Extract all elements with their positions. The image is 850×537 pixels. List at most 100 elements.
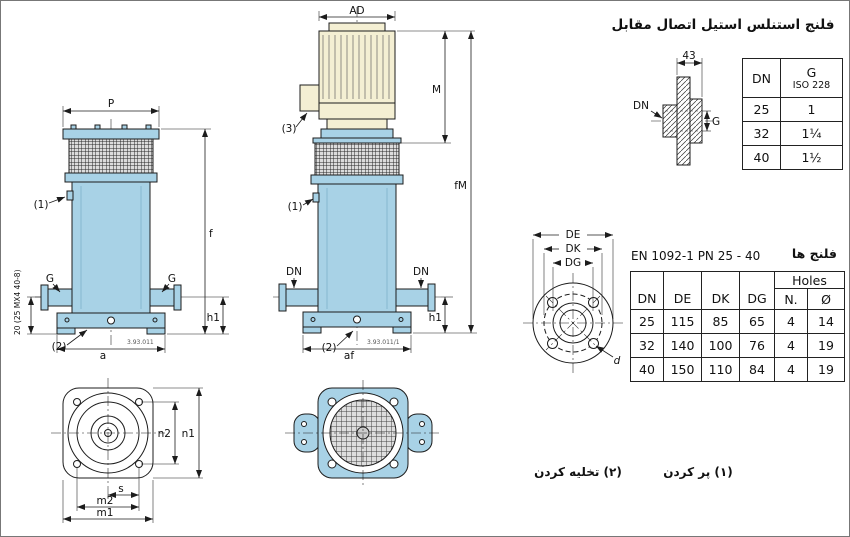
foot [392,326,412,334]
stud [121,124,128,130]
strainer-mesh [68,138,154,174]
cell: 85 [701,309,740,334]
dim-label-DN-left: DN [286,266,302,278]
motor-body [318,30,396,104]
pump-side-view: P f h1 a 20 (25 MX4 40-8) G G [13,98,229,362]
stud [145,124,152,130]
dim-label-af: af [344,350,354,362]
counter-flange-table: DN G ISO 228 25 1 32 1¼ 40 1½ [742,58,843,170]
table-row: 25 115 85 65 4 14 [630,309,845,334]
foot [56,327,76,335]
dim-label-G-right: G [168,273,176,285]
dim-label-fM: fM [454,180,467,192]
cell: 19 [807,333,845,358]
drain-plug [107,316,115,325]
col-header-dg: DG [739,271,775,310]
flange-face-view: DE DK DG d [523,229,623,373]
dim-label-n2: n2 [158,428,171,440]
pump-body [71,181,151,314]
motor-flange [326,118,388,130]
caption-drain: (۲) تخلیه کردن [534,465,622,479]
fill-plug [312,192,320,203]
fill-plug [66,190,74,201]
table-row: 32 1¼ [742,121,843,146]
table-header-row: N. Ø [631,288,845,310]
dim-label-DE: DE [566,229,581,241]
col-header-dn: DN [742,58,781,98]
threaded-hub-section [689,98,703,144]
dim-label-AD: AD [349,5,364,17]
delivery-flange [427,283,436,312]
cell: 25 [630,309,664,334]
note-2: (2) [322,342,337,354]
col-header-holes: Holes [774,271,845,289]
counter-flange-section-view: 43 DN G [633,50,720,166]
cell: 4 [774,309,808,334]
pump-body [317,183,397,313]
delivery-flange [173,284,182,311]
col-header-g: G ISO 228 [780,58,843,98]
col-header-g-sub: ISO 228 [792,80,831,91]
cell-g: 1 [780,97,843,122]
dim-label-DN: DN [633,100,649,112]
strainer-mesh [314,142,400,176]
casing-band [64,172,158,183]
cell-g: 1½ [780,145,843,170]
motor-lower [318,102,396,120]
table-header-row: DN G ISO 228 [742,58,843,98]
cell: 76 [739,333,775,358]
pump-motor-top-view [285,380,441,487]
dim-label-P: P [108,98,114,110]
dim-label-a: a [100,350,106,362]
note-3: (3) [282,123,297,135]
dim-label-d: d [614,355,621,367]
col-header-dn: DN [630,271,664,310]
pump-top-plate [62,128,160,140]
cell: 84 [739,357,775,382]
table-row: 40 150 110 84 4 19 [630,357,845,382]
pump-top-plate [312,137,402,144]
flange-standard-label: EN 1092-1 PN 25 - 40 [631,249,761,263]
flange-plate-section [676,76,691,166]
dim-label-DG: DG [565,257,581,269]
note-1: (1) [288,201,303,213]
cell: 110 [701,357,740,382]
dim-label-f: f [209,228,213,240]
pump-top-view: n2 n1 s m2 m1 [51,378,203,523]
caption-fill: (۱) پر کردن [663,465,733,479]
counter-flange-title: فلنج استنلس استیل اتصال مقابل [611,17,835,33]
casing-band [310,174,404,185]
dim-label-43: 43 [682,50,695,62]
cell-dn: 40 [742,145,781,170]
suction-flange [278,283,287,312]
dim-label-G-left: G [46,273,54,285]
cell-g: 1¼ [780,121,843,146]
pump-motor-side-view: AD M fM h1 af DN DN (3) [273,5,477,362]
note-2: (2) [52,341,67,353]
note-1: (1) [34,199,49,211]
cell: 19 [807,357,845,382]
table-row: 32 140 100 76 4 19 [630,333,845,358]
cell: 40 [630,357,664,382]
foot [302,326,322,334]
cell: 140 [663,333,702,358]
cell-dn: 32 [742,121,781,146]
terminal-box [299,84,320,112]
drawing-code: 3.93.011/1 [367,339,400,346]
cell-dn: 25 [742,97,781,122]
dim-label-h1: h1 [429,312,442,324]
cell: 100 [701,333,740,358]
drawing-code: 3.93.011 [127,339,154,346]
cell: 4 [774,333,808,358]
cell: 115 [663,309,702,334]
col-header-diameter: Ø [807,288,845,310]
dim-label-n1: n1 [182,428,195,440]
table-header-row: DN DE DK DG Holes [630,271,845,310]
motor-cap [328,22,386,32]
table-row: 40 1½ [742,145,843,170]
col-header-g-main: G [806,65,817,80]
dim-label-s: s [118,483,123,495]
flange-dimensions-table: DN DE DK DG Holes N. Ø 25 115 85 65 4 14… [630,271,845,382]
col-header-n: N. [774,288,808,310]
